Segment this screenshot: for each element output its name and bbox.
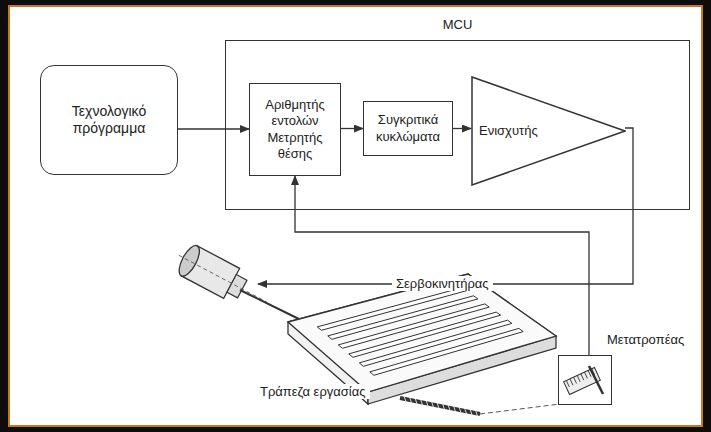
- motor-shaft: [240, 290, 305, 322]
- transducer-label: Μετατροπέας: [607, 332, 684, 348]
- screw-thread: [448, 405, 450, 411]
- lead-screw: [400, 396, 560, 416]
- screw-thread: [465, 408, 467, 414]
- table-slot: [349, 312, 501, 357]
- comparator-box: Συγκριτικά κυκλώματα: [363, 101, 453, 156]
- node-text: Αριθμητής εντολών: [254, 97, 336, 130]
- transducer-box: Μετατροπέας: [558, 355, 612, 405]
- program-box: Τεχνολογικό πρόγραμμα: [40, 65, 178, 175]
- table-slot: [370, 328, 523, 375]
- screw-thread: [426, 400, 428, 406]
- screw-thread: [443, 404, 445, 410]
- node-text: Τεχνολογικό πρόγραμμα: [45, 103, 173, 138]
- mcu-box: MCUΑριθμητής εντολώνΜετρητής θέσηςΣυγκρι…: [225, 40, 690, 210]
- signal-arrow: [453, 128, 471, 129]
- screw-thread: [459, 407, 461, 413]
- amplifier-triangle: Ενισχυτής: [471, 76, 626, 186]
- signal-arrow: [178, 128, 249, 129]
- screw-thread: [410, 397, 412, 403]
- table-slot: [317, 288, 466, 331]
- screw-thread: [415, 398, 417, 404]
- screw-thread: [404, 396, 406, 402]
- signal-arrow: [341, 128, 363, 129]
- node-text: Μετρητής θέσης: [254, 130, 336, 163]
- table-label: Τράπεζα εργασίας: [256, 384, 370, 399]
- table-slot: [338, 304, 489, 348]
- servomotor-label: Σερβοκινητήρας: [392, 276, 493, 291]
- screw-thread: [476, 410, 478, 416]
- table-slot: [328, 296, 478, 340]
- amplifier-label: Ενισχυτής: [479, 123, 538, 139]
- node-text: Συγκριτικά κυκλώματα: [368, 112, 448, 145]
- ruler-icon: [559, 356, 609, 402]
- signal-arrow: [295, 176, 589, 355]
- screw-thread: [432, 401, 434, 407]
- counter-box: Αριθμητής εντολώνΜετρητής θέσης: [249, 83, 341, 176]
- screw-thread: [421, 399, 423, 405]
- table-slot: [359, 320, 512, 366]
- mcu-title: MCU: [226, 17, 689, 33]
- screw-thread: [454, 406, 456, 412]
- screw-thread: [470, 409, 472, 415]
- screw-thread: [437, 402, 439, 408]
- servo-motor: [171, 240, 275, 317]
